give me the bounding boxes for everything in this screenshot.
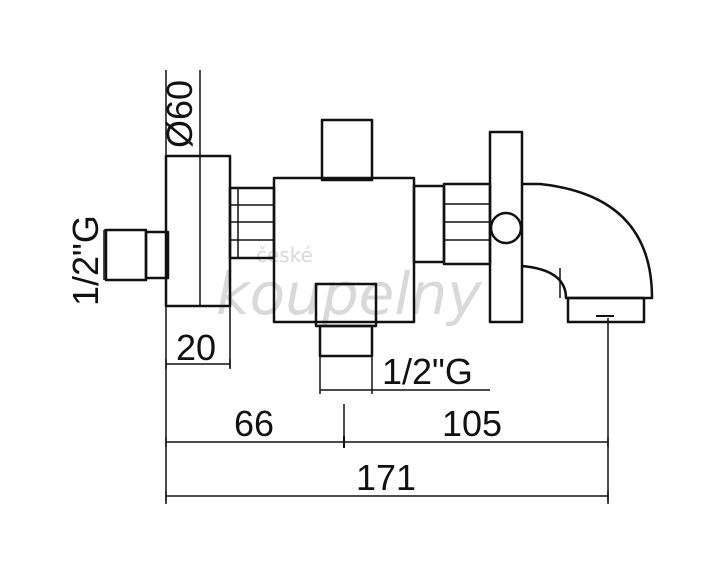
diverter-knob [489,211,523,245]
spout-aerator [566,296,646,324]
dimension-66-label: 66 [234,403,274,444]
watermark-small-text: české [256,243,313,267]
spout [521,182,654,300]
left-thread-label: 1/2"G [65,215,106,306]
watermark-large-text: koupelny [216,260,482,328]
dimension-105-label: 105 [442,403,502,444]
diameter-label: Ø60 [159,80,200,148]
dimension-171-label: 171 [356,457,416,498]
right-connector [412,184,446,264]
bottom-outlet-thread [318,324,374,358]
diverter-handle [488,130,524,324]
bottom-thread-label: 1/2"G [382,351,473,392]
flange-depth-label: 20 [176,327,216,368]
left-inlet-nut [144,230,170,280]
left-inlet-thread [104,228,148,282]
dimension-lines [103,70,609,504]
top-cartridge [320,118,374,182]
faucet-body [104,118,654,358]
